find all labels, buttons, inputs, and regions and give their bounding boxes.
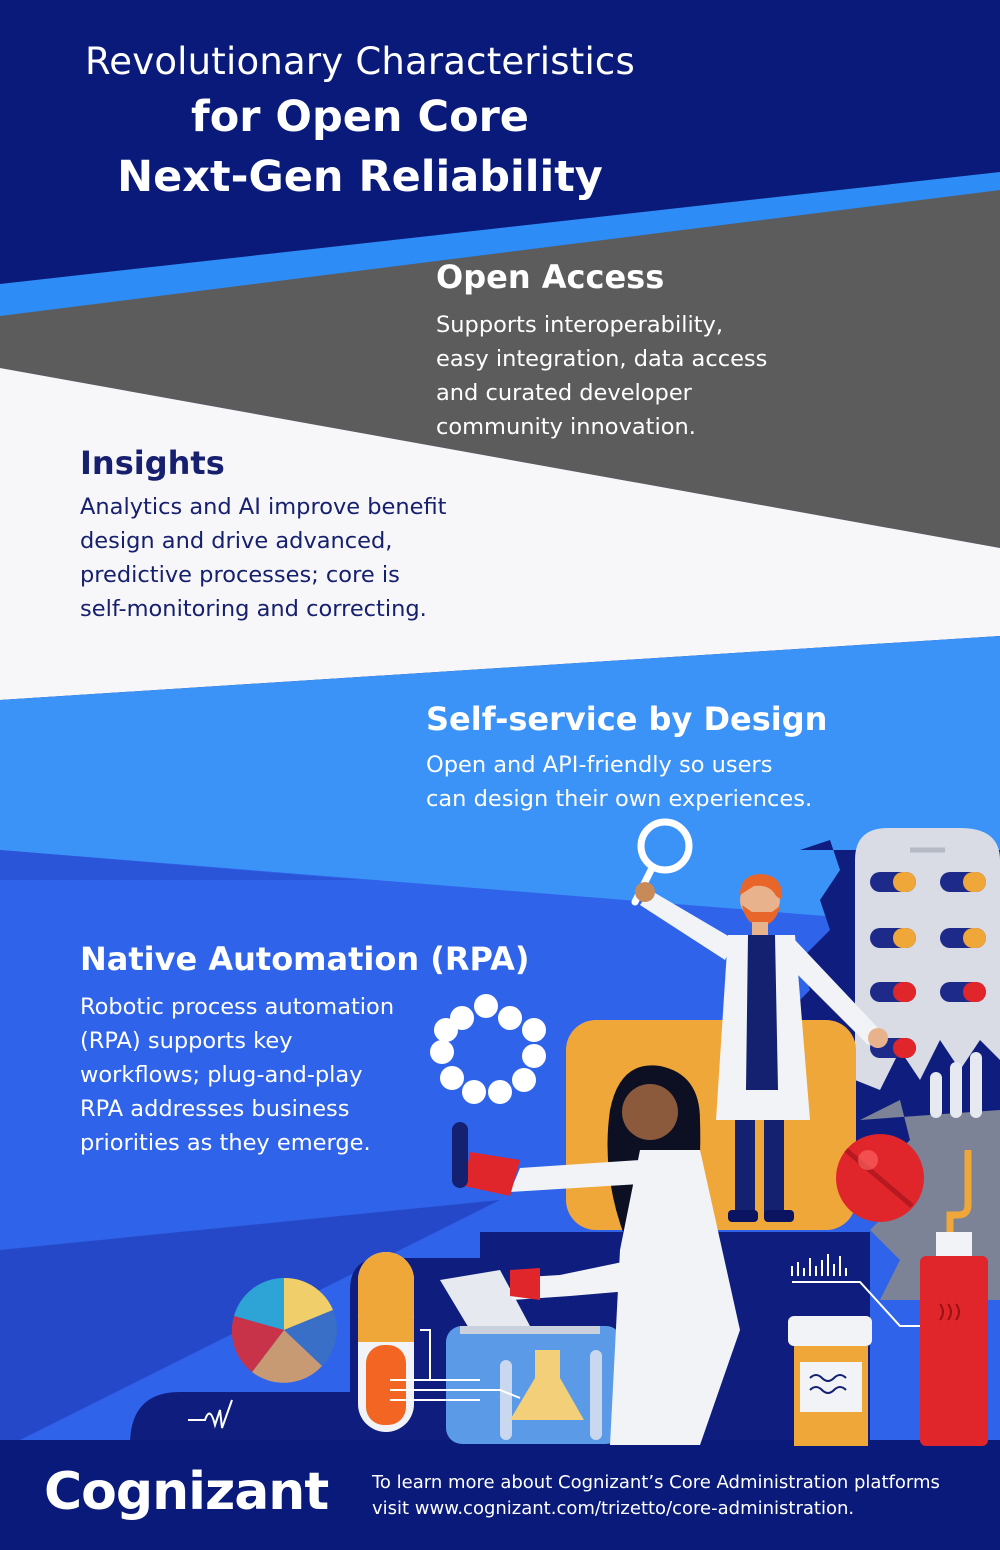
laptop-icon bbox=[440, 1270, 600, 1334]
blister-pack-icon bbox=[855, 828, 1000, 1090]
round-pill-icon bbox=[836, 1134, 924, 1222]
native-automation-heading: Native Automation (RPA) bbox=[80, 940, 530, 978]
capsule-tube-icon bbox=[358, 1252, 414, 1432]
scientist-woman-illustration bbox=[452, 1065, 740, 1445]
title-line-3: Next-Gen Reliability bbox=[117, 152, 603, 202]
waveform-icon bbox=[791, 1254, 930, 1327]
footer-text: To learn more about Cognizant’s Core Adm… bbox=[372, 1470, 972, 1522]
self-service-heading: Self-service by Design bbox=[426, 700, 828, 738]
insights-text: Analytics and AI improve benefit design … bbox=[80, 494, 447, 622]
open-access-text: Supports interoperability, easy integrat… bbox=[436, 312, 768, 440]
pie-chart-icon bbox=[231, 1277, 337, 1383]
insights-heading: Insights bbox=[80, 444, 225, 482]
self-service-text: Open and API-friendly so users can desig… bbox=[426, 752, 813, 812]
title-line-1: Revolutionary Characteristics bbox=[85, 40, 635, 83]
scientist-man-illustration bbox=[631, 818, 888, 1222]
molecule-icon bbox=[430, 994, 546, 1104]
cognizant-logo[interactable]: Cognizant bbox=[44, 1462, 329, 1522]
pill-bottle-icon bbox=[788, 1316, 872, 1446]
ointment-tube-icon bbox=[920, 1150, 988, 1446]
footer-link[interactable]: visit www.cognizant.com/trizetto/core-ad… bbox=[372, 1498, 855, 1519]
bar-glyph-icon bbox=[930, 1052, 982, 1118]
footer-line-1: To learn more about Cognizant’s Core Adm… bbox=[372, 1472, 940, 1493]
lab-equipment-illustration bbox=[446, 1326, 622, 1444]
open-access-heading: Open Access bbox=[436, 258, 665, 296]
native-automation-text: Robotic process automation (RPA) support… bbox=[80, 994, 395, 1156]
signal-glyph-icon bbox=[188, 1399, 233, 1429]
title-line-2: for Open Core bbox=[191, 92, 529, 142]
